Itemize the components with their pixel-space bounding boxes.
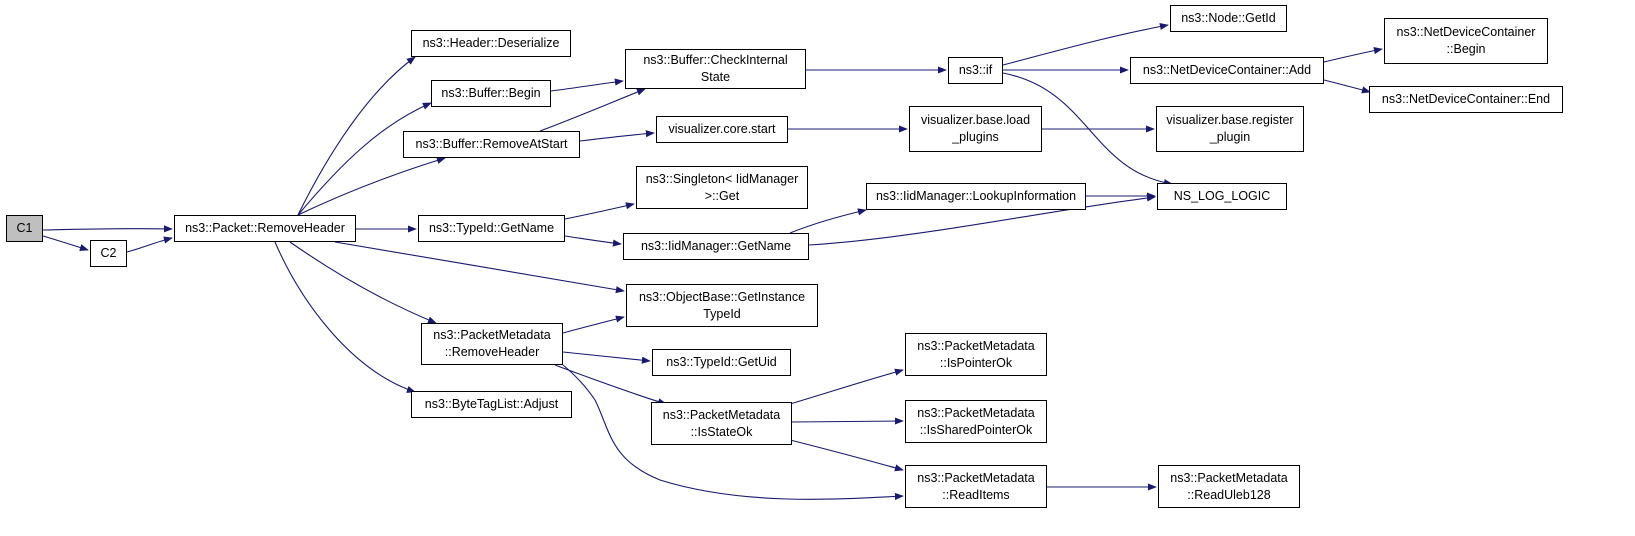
node-singleton-iidmanager-get[interactable]: ns3::Singleton< IidManager >::Get [636,166,808,209]
edge-packetmetadata-remove-header-to-read-items [562,364,904,501]
edge-netdevice-add-to-netdevice-end [1323,79,1371,94]
edge-c2-to-remove-header [126,236,173,253]
edge-c1-to-remove-header [42,225,173,233]
node-netdevice-container-add[interactable]: ns3::NetDeviceContainer::Add [1130,57,1324,84]
node-packetmetadata-is-pointer-ok[interactable]: ns3::PacketMetadata ::IsPointerOk [905,333,1047,376]
edge-remove-header-to-bytetaglist-adjust [274,241,416,393]
node-packetmetadata-is-shared-pointer-ok[interactable]: ns3::PacketMetadata ::IsSharedPointerOk [905,400,1047,443]
edge-ns3-if-to-ns-log-logic [1002,72,1173,187]
edge-is-state-ok-to-is-pointer-ok [789,368,904,405]
node-ns3-if[interactable]: ns3::if [948,57,1003,84]
node-c2[interactable]: C2 [90,240,127,267]
node-typeid-get-uid[interactable]: ns3::TypeId::GetUid [652,349,791,376]
edge-typeid-get-name-to-iidmanager-get-name [564,235,622,247]
edge-packetmetadata-remove-header-to-is-state-ok [554,364,667,406]
edge-remove-header-to-buffer-remove-at-start [297,156,446,216]
edge-c1-to-c2 [42,235,89,252]
edge-iidmanager-get-name-to-lookup-information [789,208,867,234]
edge-packetmetadata-remove-header-to-objectbase-get-instance-typeid [562,315,625,334]
edge-typeid-get-name-to-singleton-get [564,202,635,220]
edge-remove-header-to-packetmetadata-remove-header [289,241,437,324]
node-iidmanager-lookup-information[interactable]: ns3::IidManager::LookupInformation [866,183,1086,210]
node-packetmetadata-read-uleb128[interactable]: ns3::PacketMetadata ::ReadUleb128 [1158,465,1300,508]
edge-buffer-remove-at-start-to-check-internal-state [539,88,646,132]
node-netdevice-container-begin[interactable]: ns3::NetDeviceContainer ::Begin [1384,18,1548,64]
edge-buffer-remove-at-start-to-visualizer-core-start [579,130,655,142]
node-ns-log-logic[interactable]: NS_LOG_LOGIC [1157,183,1287,210]
node-visualizer-base-register-plugin[interactable]: visualizer.base.register _plugin [1156,106,1304,152]
node-bytetaglist-adjust[interactable]: ns3::ByteTagList::Adjust [411,391,572,418]
edge-netdevice-add-to-netdevice-begin [1323,47,1383,63]
edge-buffer-begin-to-check-internal-state [550,78,624,92]
node-objectbase-get-instance-typeid[interactable]: ns3::ObjectBase::GetInstance TypeId [626,284,818,327]
node-packetmetadata-is-state-ok[interactable]: ns3::PacketMetadata ::IsStateOk [651,402,792,445]
edge-is-state-ok-to-is-shared-pointer-ok [791,417,904,425]
edge-remove-header-to-buffer-begin [297,102,432,216]
node-visualizer-base-load-plugins[interactable]: visualizer.base.load _plugins [909,106,1042,152]
node-typeid-get-name[interactable]: ns3::TypeId::GetName [418,215,565,242]
node-visualizer-core-start[interactable]: visualizer.core.start [656,116,788,143]
edge-iidmanager-get-name-to-ns-log-logic [808,194,1156,246]
node-iidmanager-get-name[interactable]: ns3::IidManager::GetName [623,233,809,260]
node-packetmetadata-read-items[interactable]: ns3::PacketMetadata ::ReadItems [905,465,1047,508]
node-buffer-begin[interactable]: ns3::Buffer::Begin [431,80,551,107]
edge-packetmetadata-remove-header-to-typeid-get-uid [562,351,651,364]
edge-is-state-ok-to-read-items [789,439,904,472]
node-buffer-check-internal-state[interactable]: ns3::Buffer::CheckInternal State [625,49,806,89]
node-c1: C1 [6,215,43,242]
node-buffer-remove-at-start[interactable]: ns3::Buffer::RemoveAtStart [403,131,580,158]
edge-remove-header-to-objectbase-get-instance-typeid [334,241,625,294]
edge-remove-header-to-header-deserialize [297,56,416,216]
node-packetmetadata-remove-header[interactable]: ns3::PacketMetadata ::RemoveHeader [421,323,563,365]
edge-ns3-if-to-node-get-id [1002,22,1169,66]
node-netdevice-container-end[interactable]: ns3::NetDeviceContainer::End [1369,86,1563,113]
node-packet-remove-header[interactable]: ns3::Packet::RemoveHeader [174,215,356,242]
node-header-deserialize[interactable]: ns3::Header::Deserialize [411,30,571,57]
node-node-get-id[interactable]: ns3::Node::GetId [1170,5,1287,32]
